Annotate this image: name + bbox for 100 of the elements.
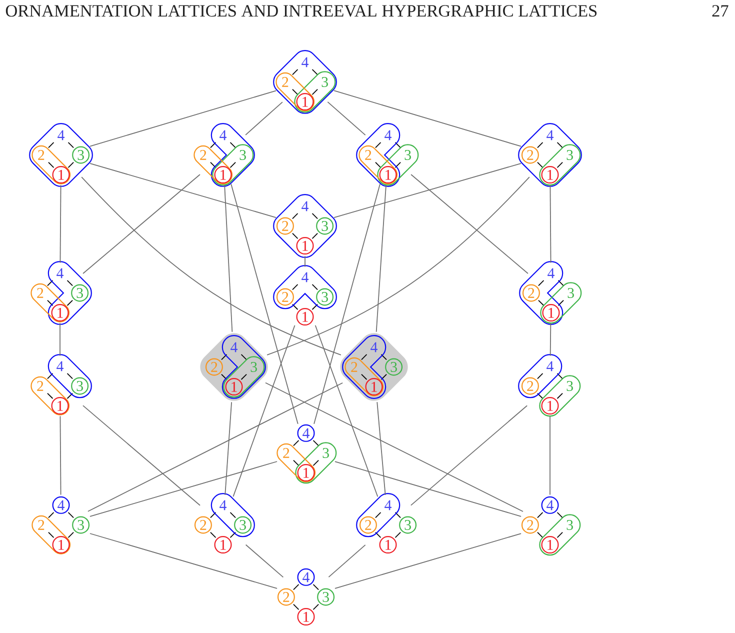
vertex-label: 1 bbox=[302, 240, 308, 251]
vertex-label: 3 bbox=[240, 520, 246, 530]
vertex-label: 2 bbox=[528, 288, 534, 298]
vertex-label: 3 bbox=[404, 150, 411, 160]
connector-line bbox=[550, 322, 552, 356]
vertex-label: 4 bbox=[58, 500, 64, 510]
vertex-label: 4 bbox=[302, 272, 308, 282]
vertex-label: 3 bbox=[78, 520, 84, 530]
connector-line bbox=[334, 90, 522, 147]
vertex-label: 1 bbox=[232, 382, 237, 392]
connector-line bbox=[334, 533, 522, 589]
vertex-label: 3 bbox=[322, 292, 328, 302]
vertex-label: 1 bbox=[58, 540, 64, 550]
vertex-label: 3 bbox=[322, 592, 329, 602]
running-head: ORNAMENTATION LATTICES AND INTREEVAL HYPERGRAPHIC LATTICES bbox=[6, 5, 597, 17]
connector-line bbox=[90, 162, 276, 218]
vertex-label: 1 bbox=[302, 96, 308, 107]
connector-line bbox=[232, 324, 296, 498]
vertex-label: 1 bbox=[548, 540, 553, 550]
vertex-label: 2 bbox=[282, 77, 288, 87]
connector-line bbox=[334, 162, 522, 218]
vertex-label: 4 bbox=[58, 130, 64, 140]
vertex-label: 2 bbox=[38, 520, 44, 530]
connector-line bbox=[304, 256, 306, 268]
connector-line bbox=[60, 184, 62, 264]
vertex-label: 1 bbox=[372, 382, 377, 392]
vertex-label: 2 bbox=[527, 520, 534, 530]
connector-line bbox=[90, 461, 278, 517]
connector-line bbox=[224, 184, 233, 332]
vertex-label: 4 bbox=[56, 361, 64, 372]
vertex-label: 3 bbox=[566, 150, 573, 160]
vertex-label: 2 bbox=[200, 520, 206, 530]
vertex-label: 2 bbox=[211, 362, 218, 372]
vertex-label: 1 bbox=[58, 308, 63, 318]
vertex-label: 3 bbox=[322, 76, 328, 87]
vertex-label: 2 bbox=[282, 292, 288, 302]
vertex-label: 4 bbox=[302, 428, 310, 438]
vertex-label: 1 bbox=[302, 312, 308, 322]
connector-line bbox=[265, 382, 524, 512]
vertex-label: 2 bbox=[283, 448, 290, 458]
connector-line bbox=[334, 461, 522, 517]
vertex-label: 4 bbox=[384, 130, 392, 140]
vertex-label: 2 bbox=[283, 592, 290, 602]
vertex-label: 1 bbox=[220, 170, 226, 180]
connector-line bbox=[88, 382, 344, 512]
vertex-label: 2 bbox=[527, 150, 534, 160]
vertex-label: 4 bbox=[230, 342, 238, 352]
vertex-label: 2 bbox=[37, 288, 44, 298]
connector-line bbox=[550, 184, 552, 264]
vertex-label: 3 bbox=[322, 448, 329, 458]
connector-line bbox=[376, 184, 386, 332]
connector-line bbox=[89, 90, 277, 147]
vertex-label: 1 bbox=[548, 170, 553, 180]
vertex-label: 2 bbox=[527, 381, 534, 391]
vertex-label: 1 bbox=[386, 540, 391, 550]
vertex-label: 3 bbox=[76, 288, 83, 298]
connector-line bbox=[90, 533, 278, 589]
vertex-label: 3 bbox=[250, 362, 257, 372]
vertex-label: 3 bbox=[322, 220, 328, 231]
page-number: 27 bbox=[712, 5, 728, 16]
vertex-label: 2 bbox=[38, 150, 44, 160]
vertex-label: 4 bbox=[546, 361, 554, 372]
connector-line bbox=[245, 102, 283, 136]
vertex-label: 2 bbox=[37, 381, 44, 391]
vertex-label: 4 bbox=[56, 268, 64, 278]
vertex-label: 3 bbox=[566, 520, 573, 530]
vertex-label: 1 bbox=[548, 400, 553, 411]
vertex-label: 1 bbox=[304, 468, 309, 478]
vertex-label: 3 bbox=[404, 520, 411, 530]
connector-line bbox=[266, 176, 530, 356]
vertex-label: 3 bbox=[568, 288, 574, 298]
vertex-label: 3 bbox=[566, 380, 573, 391]
vertex-label: 4 bbox=[302, 57, 308, 68]
connector-line bbox=[314, 324, 378, 498]
connector-line bbox=[327, 101, 366, 136]
connector-line bbox=[376, 402, 386, 496]
vertex-label: 4 bbox=[302, 572, 310, 582]
vertex-label: 3 bbox=[390, 362, 397, 372]
connector-line bbox=[230, 184, 298, 424]
vertex-label: 1 bbox=[548, 308, 554, 318]
vertex-label: 2 bbox=[365, 520, 372, 530]
connector-line bbox=[224, 402, 232, 496]
vertex-label: 3 bbox=[78, 150, 84, 160]
connector-line bbox=[81, 176, 342, 356]
vertex-label: 2 bbox=[365, 150, 372, 160]
vertex-label: 4 bbox=[548, 268, 554, 278]
vertex-label: 1 bbox=[58, 170, 64, 180]
connector-line bbox=[410, 405, 528, 506]
vertex-label: 1 bbox=[304, 612, 309, 622]
vertex-label: 2 bbox=[351, 362, 358, 372]
vertex-label: 4 bbox=[370, 342, 378, 352]
vertex-label: 1 bbox=[58, 400, 63, 411]
vertex-label: 3 bbox=[76, 380, 83, 391]
vertex-label: 4 bbox=[220, 500, 226, 510]
vertex-label: 4 bbox=[546, 130, 554, 140]
connector-line bbox=[82, 174, 200, 274]
vertex-label: 4 bbox=[220, 130, 226, 140]
vertex-label: 1 bbox=[386, 170, 391, 180]
vertex-label: 2 bbox=[200, 150, 206, 160]
vertex-label: 1 bbox=[220, 540, 226, 550]
